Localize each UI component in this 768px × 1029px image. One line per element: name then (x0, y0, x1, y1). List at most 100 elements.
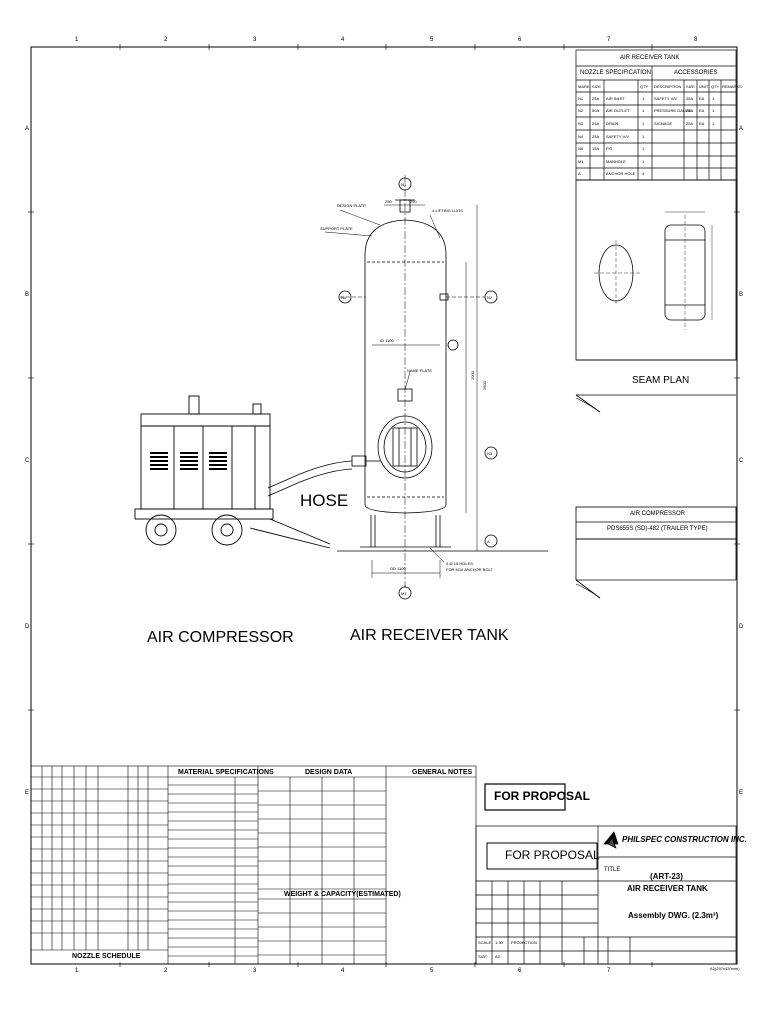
nozzle-mark: M1 (578, 159, 584, 164)
drawing-title: AIR RECEIVER TANK (627, 884, 708, 893)
svg-text:A: A (487, 539, 490, 544)
svg-text:N1: N1 (401, 182, 407, 187)
accessory-unit: EA (699, 108, 705, 113)
grid-row-label: C (25, 458, 30, 464)
compressor-vents (150, 452, 227, 470)
grid-row-label: A (739, 126, 744, 132)
grid-col-label: 3 (253, 37, 257, 43)
svg-text:NAME PLATE: NAME PLATE (407, 368, 432, 373)
nozzle-table-title: AIR RECEIVER TANK (620, 55, 680, 61)
accessory-description: SAFETY V/V (654, 96, 678, 101)
nozzle-size: 25A (592, 134, 600, 139)
accessory-size: 25A (686, 108, 694, 113)
grid-col-label: 6 (518, 37, 522, 43)
design-data-header: DESIGN DATA (305, 769, 353, 776)
nozzle-size: 25A (592, 121, 600, 126)
nozzle-mark: A (578, 171, 581, 176)
accessory-description: SIGNAGE (654, 121, 673, 126)
col-header: DESCRIPTION (654, 84, 682, 89)
title-label: TITLE (604, 867, 621, 873)
svg-text:N4: N4 (341, 295, 347, 300)
projection-label: PROJECTION (511, 940, 537, 945)
general-notes-header: GENERAL NOTES (412, 769, 473, 776)
col-header: MARK (578, 84, 590, 89)
tank-elevation (324, 175, 548, 600)
nozzle-service: AIR INLET (606, 96, 626, 101)
col-header: QTY (640, 84, 649, 89)
grid-col-label: 5 (430, 37, 434, 43)
proposal-stamp-bottom: FOR PROPOSAL (505, 848, 600, 862)
nozzle-schedule-label: NOZZLE SCHEDULE (72, 953, 141, 960)
accessory-unit: EA (699, 121, 705, 126)
grid-col-label: 5 (430, 968, 434, 974)
accessory-size: 25A (686, 96, 694, 101)
svg-text:250: 250 (410, 199, 417, 204)
sheet-border (30, 46, 738, 965)
compressor-trailer (134, 395, 331, 549)
accessory-unit: EA (699, 96, 705, 101)
grid-col-label: 2 (164, 968, 168, 974)
nozzle-mark: N5 (578, 146, 584, 151)
hose-label: HOSE (300, 491, 349, 510)
hose (267, 455, 380, 497)
grid-row-label: B (25, 292, 30, 298)
svg-text:250: 250 (385, 199, 392, 204)
material-spec-header: MATERIAL SPECIFICATIONS (178, 769, 274, 776)
nozzle-service: MANHOLE (606, 159, 626, 164)
weight-capacity-header: WEIGHT & CAPACITY(ESTIMATED) (284, 891, 401, 898)
grid-col-label: 6 (518, 968, 522, 974)
nozzle-mark: N3 (578, 121, 584, 126)
svg-text:SUPPORT PLATE: SUPPORT PLATE (320, 226, 353, 231)
size-value: A3 (495, 954, 500, 959)
compressor-box-grid (575, 506, 737, 599)
compressor-model: PDS655S (SD)-482 (TRAILER TYPE) (607, 526, 708, 532)
drawing-number: (ART-23) (650, 872, 683, 881)
nozzle-qty: 4 (642, 171, 645, 176)
col-header: QTY (711, 84, 720, 89)
nozzle-service: AIR OUTLET (606, 108, 630, 113)
nozzle-qty: 1 (642, 121, 645, 126)
compressor-box-title: AIR COMPRESSOR (630, 511, 686, 517)
grid-row-label: C (739, 458, 744, 464)
accessory-qty: 1 (712, 108, 715, 113)
nozzle-table-grid (575, 49, 737, 181)
accessory-size: 25A (686, 121, 694, 126)
air-receiver-tank-label: AIR RECEIVER TANK (350, 627, 509, 644)
nozzle-qty: 1 (642, 159, 645, 164)
nozzle-qty: 1 (642, 134, 645, 139)
proposal-stamp-top: FOR PROPOSAL (494, 789, 591, 803)
nozzle-service: SAFETY V/V (606, 134, 630, 139)
grid-row-label: E (25, 790, 30, 796)
nozzle-service: DRAIN (606, 121, 619, 126)
nozzle-mark: N2 (578, 108, 584, 113)
svg-text:FOR M16 ANCHOR BOLT: FOR M16 ANCHOR BOLT (446, 567, 493, 572)
grid-col-label: 7 (607, 968, 611, 974)
svg-text:2500: 2500 (482, 380, 487, 390)
grid-col-label: 3 (253, 968, 257, 974)
svg-text:ID 1100: ID 1100 (380, 338, 394, 343)
scale-value: 1:30 (495, 940, 503, 945)
nozzle-spec-header: NOZZLE SPECIFICATION (580, 70, 651, 76)
col-header: SIZE (686, 84, 695, 89)
tank-annotations: ID 1100 OD 1100 2000 2500 250 250 4-LIFT… (320, 182, 493, 596)
grid-row-label: A (25, 126, 30, 132)
grid-row-label: D (25, 624, 30, 630)
svg-text:N3: N3 (487, 451, 493, 456)
grid-row-label: D (739, 624, 744, 630)
nozzle-mark: N1 (578, 96, 584, 101)
drawing-subtitle: Assembly DWG. (2.3m³) (628, 911, 719, 920)
accessory-qty: 1 (712, 96, 715, 101)
grid-row-label: E (739, 790, 744, 796)
grid-col-label: 4 (341, 968, 345, 974)
air-compressor-label: AIR COMPRESSOR (147, 629, 294, 646)
nozzle-service: ANCHOR HOLE (606, 171, 636, 176)
sheet-size-code: A3(297x420mm) (710, 966, 740, 971)
grid-col-label: 2 (164, 37, 168, 43)
accessory-qty: 1 (712, 121, 715, 126)
size-label: SIZE (478, 954, 487, 959)
col-header: SIZE (592, 84, 601, 89)
grid-ticks (28, 44, 740, 967)
seam-plan-drawing (575, 179, 737, 413)
nozzle-size: 50A (592, 108, 600, 113)
